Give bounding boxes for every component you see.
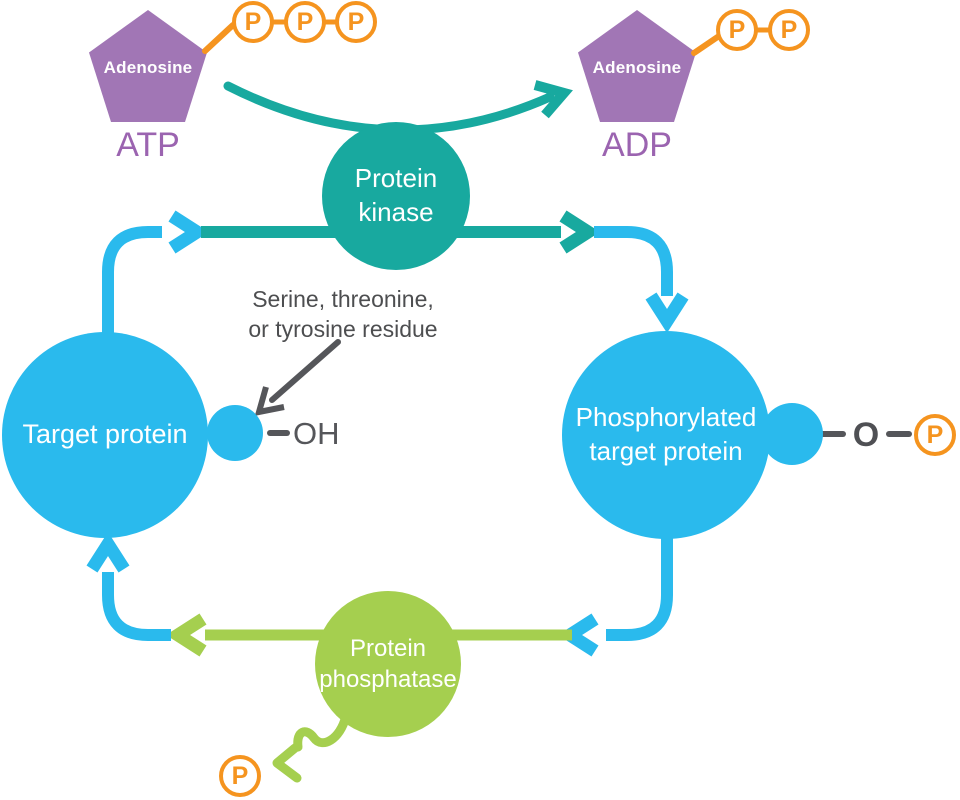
attached-phosphate-icon: P — [914, 414, 956, 456]
released-phosphate-icon: P — [219, 755, 261, 797]
atp-phosphate-icon-3: P — [335, 1, 377, 43]
residue-annotation-line1: Serine, threonine, — [252, 286, 434, 312]
released-phosphate-arrowhead — [272, 743, 302, 783]
protein-kinase-label-line2: kinase — [358, 197, 434, 227]
atp-to-adp-arrowhead — [533, 80, 573, 119]
cycle-top-right-arrow — [594, 226, 673, 296]
protein-phosphatase-label-line2: phosphatase — [319, 666, 457, 693]
phosphatase-arrowhead — [165, 613, 207, 657]
cycle-top-left-arrowhead — [168, 210, 210, 254]
residue-annotation-line2: or tyrosine residue — [248, 316, 438, 342]
adp-phosphate-icon-2: P — [768, 9, 810, 51]
hydroxyl-group-label: OH — [293, 416, 340, 451]
atp-pentagon — [89, 10, 207, 122]
atp-phosphate-icon-1: P — [232, 1, 274, 43]
target-protein-residue-bump — [207, 405, 263, 461]
protein-kinase-node: Protein kinase — [322, 122, 470, 270]
released-phosphate-squiggle-arrow — [293, 711, 351, 752]
phosphorylated-label-line2: target protein — [589, 436, 743, 466]
protein-kinase-label-line1: Protein — [354, 163, 438, 194]
cycle-bottom-right-arrowhead — [557, 613, 599, 657]
oxygen-atom-label: O — [852, 415, 880, 454]
cycle-top-right-arrowhead — [645, 292, 689, 334]
phosphorylated-protein-residue-bump — [761, 403, 823, 465]
adp-adenosine-label: Adenosine — [592, 58, 682, 77]
atp-adenosine-label: Adenosine — [103, 58, 193, 77]
cycle-bottom-left-arrowhead — [86, 531, 130, 573]
phosphorylated-target-protein-node: Phosphorylated target protein — [562, 331, 770, 539]
atp-label: ATP — [116, 126, 180, 164]
kinase-arrowhead — [559, 210, 601, 254]
annotation-arrowhead — [254, 386, 285, 416]
adp-label: ADP — [602, 126, 672, 164]
cycle-bottom-left-arrow — [102, 572, 171, 641]
cycle-top-left-arrow — [102, 226, 162, 340]
protein-phosphatase-label-line1: Protein — [349, 634, 427, 662]
adp-bond-line — [691, 33, 722, 56]
phosphorylated-label-line1: Phosphorylated — [575, 402, 757, 433]
adp-phosphate-icon-1: P — [716, 9, 758, 51]
adp-pentagon — [578, 10, 696, 122]
target-protein-node: Target protein — [2, 332, 208, 538]
cycle-bottom-right-arrow — [606, 535, 673, 641]
atp-phosphate-icon-2: P — [284, 1, 326, 43]
atp-bond-line — [202, 22, 236, 54]
target-protein-label: Target protein — [22, 419, 188, 450]
protein-phosphatase-node: Protein phosphatase — [315, 591, 461, 737]
annotation-arrow-line — [269, 339, 341, 403]
residue-annotation: Serine, threonine, or tyrosine residue — [220, 284, 466, 344]
